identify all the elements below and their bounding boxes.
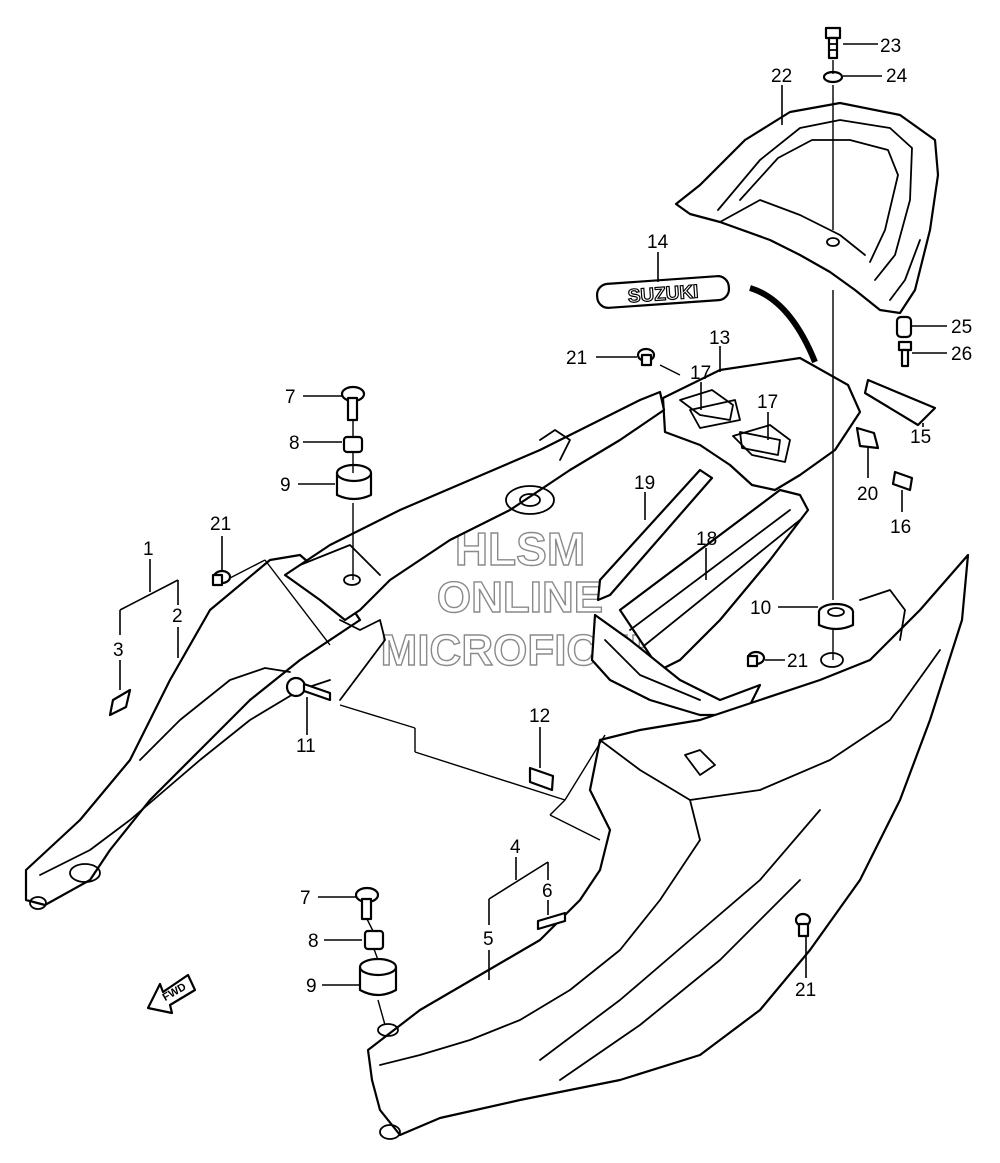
callout-25: 25 <box>951 317 972 338</box>
callout-13: 13 <box>709 328 730 349</box>
callout-21-left: 21 <box>210 514 231 535</box>
callout-21-top: 21 <box>566 348 587 369</box>
callout-18: 18 <box>696 529 717 550</box>
screw-part-11 <box>285 676 332 702</box>
tag-part-3 <box>108 688 132 717</box>
screw-part-23 <box>824 26 842 60</box>
callout-19: 19 <box>634 473 655 494</box>
rivet-part-21-a <box>636 347 656 367</box>
callout-17-right: 17 <box>757 392 778 413</box>
bolt-part-7-upper <box>340 385 366 422</box>
callout-15: 15 <box>910 427 931 448</box>
suzuki-badge-part: SUZUKI <box>595 275 731 309</box>
tag-part-16 <box>891 470 914 492</box>
grab-rail-part <box>674 101 940 315</box>
callout-23: 23 <box>880 36 901 57</box>
callout-6: 6 <box>542 881 553 902</box>
callout-16: 16 <box>890 517 911 538</box>
cushion-part-9-upper <box>335 463 373 501</box>
grommet-part-10 <box>817 602 855 631</box>
callout-21-right: 21 <box>787 651 808 672</box>
tag-part-6 <box>536 911 567 931</box>
inner-frame-part <box>590 468 810 717</box>
callout-10: 10 <box>750 598 771 619</box>
clip-part-20 <box>855 426 880 450</box>
callout-12: 12 <box>529 706 550 727</box>
screw-part-26 <box>897 340 913 368</box>
tail-tray-part <box>661 356 862 492</box>
left-side-cover-part <box>24 553 362 910</box>
nut-part-12 <box>528 766 555 792</box>
pad-part-17-a <box>689 399 741 429</box>
callout-11: 11 <box>296 736 316 757</box>
collar-part-8-upper <box>342 435 364 454</box>
watermark-line-1: HLSM <box>455 523 585 575</box>
rivet-part-21-d <box>794 912 812 938</box>
callout-26: 26 <box>951 344 972 365</box>
callout-7-lower: 7 <box>300 888 311 909</box>
callout-3: 3 <box>113 640 124 661</box>
callout-17-left: 17 <box>690 363 711 384</box>
callout-8-upper: 8 <box>289 433 300 454</box>
rivet-part-21-c <box>746 650 766 668</box>
callout-9-upper: 9 <box>280 475 291 496</box>
callout-4: 4 <box>510 837 521 858</box>
callout-7-upper: 7 <box>285 387 296 408</box>
watermark-line-2: ONLINE <box>437 573 603 622</box>
collar-part-8-lower <box>363 929 385 951</box>
assembly-lines <box>229 60 834 1026</box>
rivet-part-21-b <box>211 569 232 587</box>
right-side-cover-part <box>366 553 970 1140</box>
callout-20: 20 <box>857 484 878 505</box>
bolt-part-7-lower <box>354 886 380 921</box>
callout-22: 22 <box>771 66 792 87</box>
callout-9-lower: 9 <box>306 976 317 997</box>
callout-14: 14 <box>647 232 669 253</box>
callout-numbers: 23 24 22 14 13 21 17 17 25 26 15 20 16 1… <box>113 36 972 1001</box>
badge-text: SUZUKI <box>627 282 699 308</box>
callout-1: 1 <box>143 539 154 560</box>
strip-part-15 <box>863 378 937 427</box>
callout-8-lower: 8 <box>308 931 319 952</box>
forward-arrow-icon: FWD <box>146 973 197 1015</box>
badge-arc-mark <box>749 285 818 364</box>
seat-rail-part <box>283 390 666 701</box>
callout-2: 2 <box>172 606 183 627</box>
pad-part-17-b <box>739 431 781 456</box>
collar-part-25 <box>895 315 913 339</box>
callout-24: 24 <box>886 66 908 87</box>
cushion-part-9-lower <box>358 957 398 997</box>
callout-21-bottom: 21 <box>795 980 816 1001</box>
callout-5: 5 <box>483 929 494 950</box>
leader-lines <box>119 43 947 986</box>
